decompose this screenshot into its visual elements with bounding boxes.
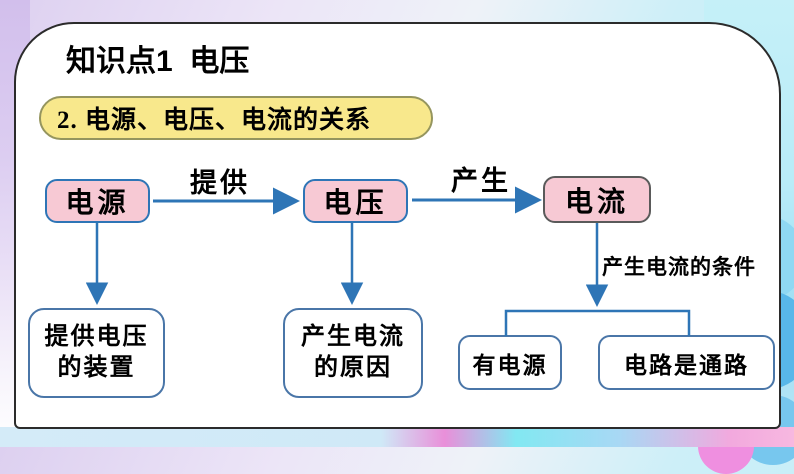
edge-label-produce: 产生 [451,166,511,196]
edge-label-condition: 产生电流的条件 [602,255,756,279]
edge-label-provide: 提供 [190,168,250,198]
source-description-line1: 提供电压 [44,323,149,350]
node-source-description: 提供电压 的装置 [28,308,165,398]
node-condition-closed-circuit: 电路是通路 [598,335,775,390]
voltage-description-line2: 的原因 [314,355,392,381]
bottom-gradient-decoration [0,427,794,447]
source-description-line2: 的装置 [57,355,136,381]
node-voltage-description: 产生电流 的原因 [283,308,423,398]
subtitle-pill: 2. 电源、电压、电流的关系 [39,96,433,140]
node-current: 电流 [543,176,651,223]
node-condition-has-source: 有电源 [458,335,562,390]
connector-lines [85,186,691,336]
node-power-source: 电源 [45,179,150,223]
page-title: 知识点1 电压 [66,45,250,78]
voltage-description-line1: 产生电流 [301,323,405,350]
node-voltage: 电压 [303,179,408,223]
